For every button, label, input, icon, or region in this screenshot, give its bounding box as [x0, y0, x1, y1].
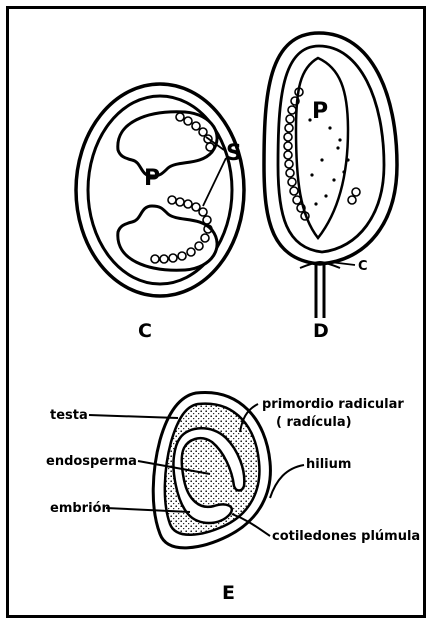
panel-e-label-radicula: ( radícula) [276, 415, 352, 430]
panel-c-s-leader-lower [203, 158, 226, 206]
panel-e-testa-leader [89, 415, 178, 418]
panel-e-label-primordio: primordio radicular [262, 397, 404, 412]
panel-d-letter: D [313, 320, 329, 342]
panel-e-label-hilium: hilium [306, 457, 351, 472]
seed-c-upper-cotyledon [118, 112, 217, 176]
panel-e-label-testa: testa [50, 408, 88, 423]
panel-c-label-p: P [144, 166, 160, 191]
seed-d-funicle [316, 262, 324, 318]
panel-e: testa endosperma embrión primordio radic… [46, 392, 420, 604]
panel-c: P S C [76, 84, 244, 342]
panel-d: P C D [264, 33, 397, 342]
seed-d-inner-coat [278, 46, 384, 252]
panel-e-label-cotiledones: cotiledones plúmula [272, 529, 420, 544]
panel-e-label-embrion: embrión [50, 501, 111, 516]
panel-e-letter: E [222, 582, 235, 604]
panel-c-letter: C [138, 320, 152, 342]
panel-d-label-p: P [312, 99, 328, 124]
panel-d-label-c: C [358, 259, 368, 274]
panel-e-label-endosperma: endosperma [46, 454, 137, 469]
panel-c-label-s: S [226, 141, 242, 166]
seed-d-speckles [308, 118, 349, 205]
panel-e-hilium-leader [270, 465, 304, 498]
